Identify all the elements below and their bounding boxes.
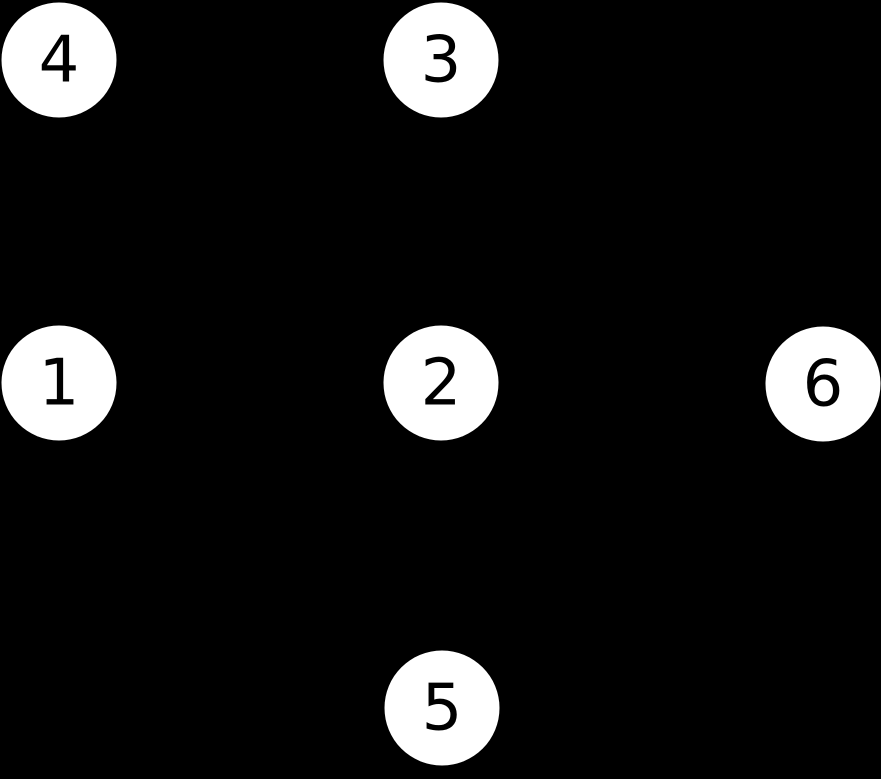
- graph-node-5: 5: [384, 650, 500, 766]
- graph-node-2: 2: [383, 325, 499, 441]
- graph-node-label: 4: [38, 23, 80, 97]
- graph-node-3: 3: [383, 2, 499, 118]
- graph-node-label: 1: [38, 346, 80, 420]
- graph-node-label: 6: [802, 347, 844, 421]
- graph-node-label: 3: [420, 23, 462, 97]
- graph-node-label: 5: [421, 671, 463, 745]
- graph-node-4: 4: [1, 2, 117, 118]
- graph-node-6: 6: [765, 326, 881, 442]
- graph-node-1: 1: [1, 325, 117, 441]
- graph-node-label: 2: [420, 346, 462, 420]
